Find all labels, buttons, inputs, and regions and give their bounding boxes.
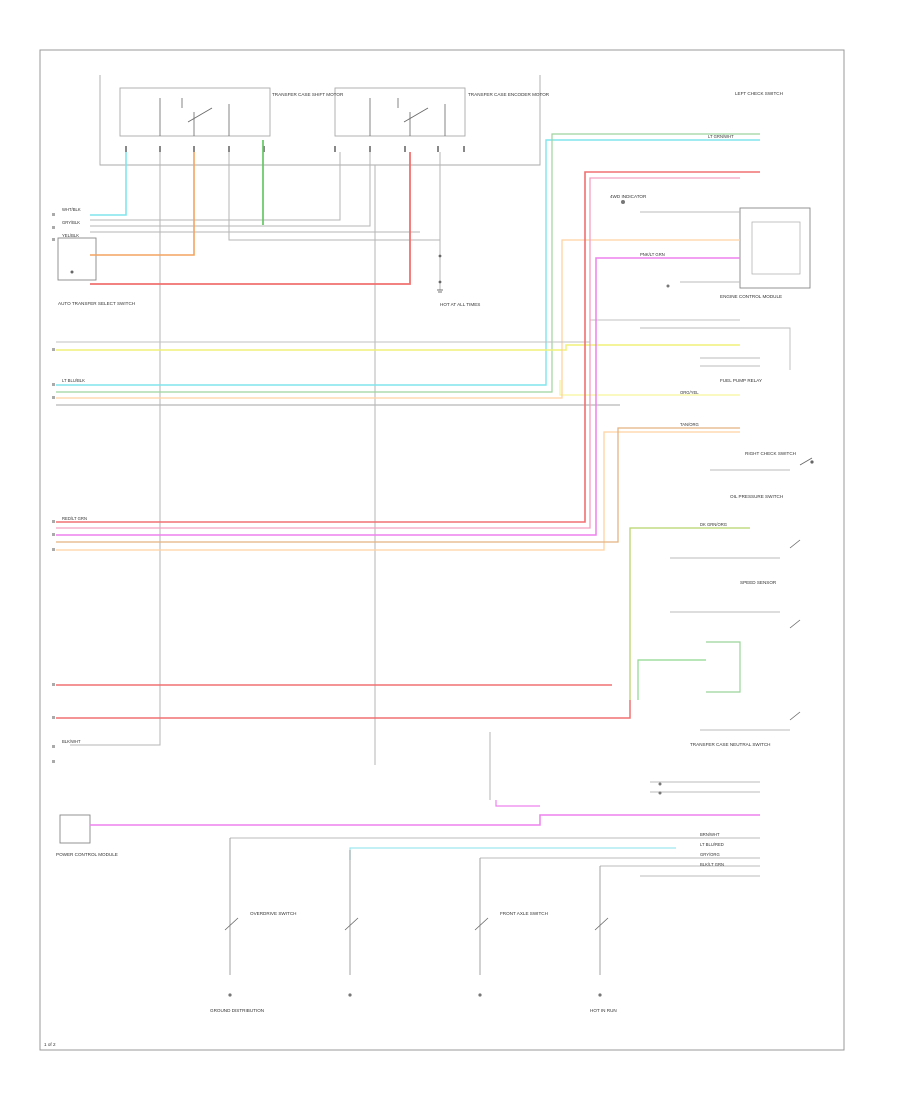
wire-magenta-mid [56, 257, 740, 536]
wire-label: LT BLU/BLK [62, 378, 85, 383]
wire-red-lower-2 [56, 700, 631, 719]
top-module-housing [99, 75, 541, 166]
label-transfer-case-neutral-switch: TRANSFER CASE NEUTRAL SWITCH [690, 742, 770, 747]
bottom-ground-dots [228, 200, 670, 997]
wire-label: WHT/BLK [62, 207, 81, 212]
auto-transfer-select-switch [57, 237, 97, 281]
label-speed-sensor: SPEED SENSOR [740, 580, 777, 585]
wire-green-ecm-right [637, 659, 706, 700]
wire-label: YEL/BLK [62, 233, 79, 238]
label-right-check-switch: RIGHT CHECK SWITCH [745, 451, 796, 456]
power-control-module [59, 814, 91, 844]
wire-pink-mid [56, 177, 740, 529]
right-side-connectors [230, 211, 791, 877]
wire-label: BLK/LT GRN [700, 862, 724, 867]
wire-tan [56, 427, 740, 543]
wire-cyan-top [90, 152, 127, 216]
label-ground-distribution: GROUND DISTRIBUTION [210, 1008, 264, 1013]
label-left-check-switch: LEFT CHECK SWITCH [735, 91, 783, 96]
label-auto-transfer-select-switch: AUTO TRANSFER SELECT SWITCH [58, 301, 135, 306]
wire-red-top [90, 152, 411, 285]
wire-green-long [56, 133, 760, 393]
right-side-switches [789, 457, 814, 721]
bottom-switch-symbols [224, 917, 609, 931]
component-label-group: AUTO TRANSFER SELECT SWITCH TRANSFER CAS… [56, 91, 796, 1013]
label-overdrive-switch: OVERDRIVE SWITCH [250, 911, 296, 916]
left-edge-pins [52, 213, 55, 763]
wire-yellow-lower [559, 380, 740, 396]
wire-cyan-long [56, 139, 760, 386]
label-fuel-pump-relay: FUEL PUMP RELAY [720, 378, 762, 383]
gray-vertical-wires [70, 152, 491, 800]
select-switch-contact [70, 270, 74, 274]
label-transfer-case-encoder-motor: TRANSFER CASE ENCODER MOTOR [468, 92, 550, 97]
wire-label: TAN/ORG [680, 422, 699, 427]
ground-symbol-top [437, 289, 443, 293]
wire-magenta-vert [495, 800, 540, 807]
wire-lime-green [629, 527, 750, 700]
wire-red-mid [56, 171, 760, 523]
bottom-switch-columns [229, 838, 601, 975]
page-frame [39, 49, 845, 1051]
wire-magenta-bottom [90, 814, 760, 826]
label-4wd-indicator: 4WD INDICATOR [610, 194, 647, 199]
label-hot-in-run: HOT IN RUN [590, 1008, 617, 1013]
label-transfer-case-shift-motor: TRANSFER CASE SHIFT MOTOR [272, 92, 344, 97]
label-front-axle-switch: FRONT AXLE SWITCH [500, 911, 548, 916]
wire-label: BLK/WHT [62, 739, 81, 744]
wire-label: PNK/LT GRN [640, 252, 665, 257]
wire-label: DK GRN/ORG [700, 522, 727, 527]
wire-label: LT BLU/RED [700, 842, 724, 847]
top-module-pins [125, 146, 465, 152]
wire-label: LT GRN/WHT [708, 134, 734, 139]
wire-label: GRY/BLK [62, 220, 80, 225]
wire-light-orange-lower [56, 431, 740, 551]
engine-control-module [739, 207, 811, 289]
label-hot-at-all-times: HOT AT ALL TIMES [440, 302, 480, 307]
page-number: 1 of 2 [44, 1042, 56, 1047]
wire-orange-top [90, 152, 195, 256]
wire-label-group: WHT/BLK GRY/BLK YEL/BLK LT BLU/BLK RED/L… [62, 134, 734, 867]
wire-label: ORG/YEL [680, 390, 699, 395]
wire-gray-top-right [56, 319, 740, 343]
wire-light-orange [56, 239, 740, 399]
wire-label: GRY/ORG [700, 852, 720, 857]
label-power-control-module: POWER CONTROL MODULE [56, 852, 118, 857]
label-engine-control-module: ENGINE CONTROL MODULE [720, 294, 782, 299]
top-module-switches [159, 98, 446, 136]
wire-label: BRN/WHT [700, 832, 720, 837]
wire-yellow [56, 344, 740, 351]
wire-label: RED/LT GRN [62, 516, 87, 521]
wire-green-check [706, 641, 741, 693]
label-oil-pressure-switch: OIL PRESSURE SWITCH [730, 494, 783, 499]
